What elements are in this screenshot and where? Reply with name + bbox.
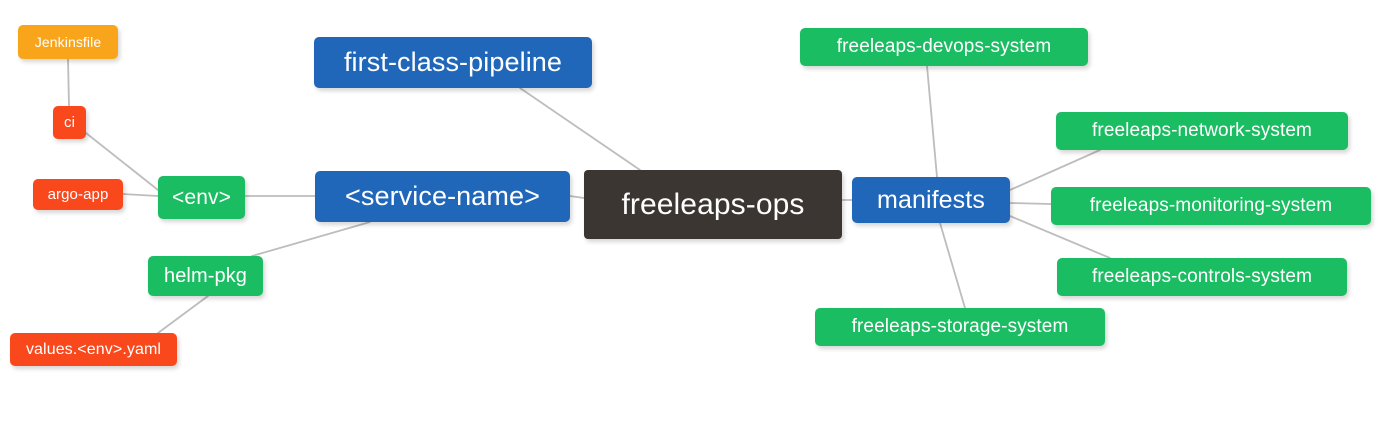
edge-manifests-to-storage-system [939, 222, 966, 309]
node-monitoring-system[interactable]: freeleaps-monitoring-system [1051, 187, 1371, 225]
edge-manifests-to-network-system [1009, 149, 1101, 191]
edge-manifests-to-devops-system [926, 65, 938, 178]
edge-helm-pkg-to-service-name [251, 221, 371, 257]
edge-first-class-pipeline-to-freeleaps-ops [519, 87, 641, 171]
node-first-class-pipeline[interactable]: first-class-pipeline [314, 37, 592, 88]
node-ci[interactable]: ci [53, 106, 86, 139]
node-devops-system[interactable]: freeleaps-devops-system [800, 28, 1088, 66]
node-service-name[interactable]: <service-name> [315, 171, 570, 222]
node-storage-system[interactable]: freeleaps-storage-system [815, 308, 1105, 346]
edge-manifests-to-monitoring-system [1009, 202, 1052, 205]
node-helm-pkg[interactable]: helm-pkg [148, 256, 263, 296]
node-jenkinsfile[interactable]: Jenkinsfile [18, 25, 118, 59]
node-values-yaml[interactable]: values.<env>.yaml [10, 333, 177, 366]
edge-argo-app-to-env [122, 193, 159, 197]
node-network-system[interactable]: freeleaps-network-system [1056, 112, 1348, 150]
edge-service-name-to-freeleaps-ops [569, 195, 585, 199]
edge-jenkinsfile-to-ci [67, 58, 70, 107]
node-freeleaps-ops[interactable]: freeleaps-ops [584, 170, 842, 239]
node-controls-system[interactable]: freeleaps-controls-system [1057, 258, 1347, 296]
node-manifests[interactable]: manifests [852, 177, 1010, 223]
node-argo-app[interactable]: argo-app [33, 179, 123, 210]
edge-values-yaml-to-helm-pkg [157, 295, 209, 334]
node-env[interactable]: <env> [158, 176, 245, 219]
